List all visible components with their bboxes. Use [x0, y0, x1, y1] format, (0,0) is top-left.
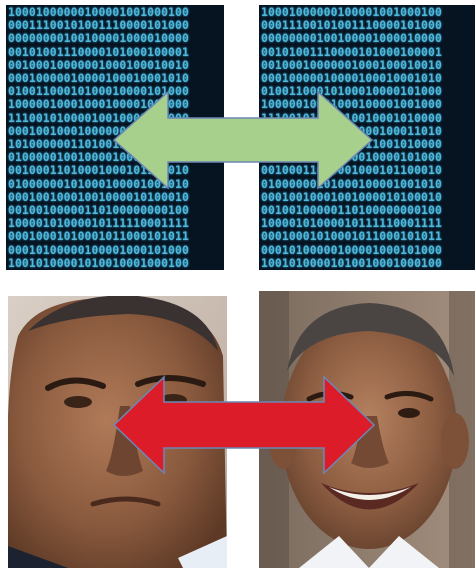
- binary-row: 00010100000100001000101000: [261, 242, 442, 257]
- binary-row: 10000101000010111110001111: [261, 216, 442, 231]
- binary-row: 10001000000100001001000100: [8, 5, 189, 19]
- binary-row: 00011100101001110000101000: [8, 18, 189, 33]
- binary-row: 00010001010001011000101011: [261, 229, 442, 244]
- binary-row: 00010001010001011000101011: [8, 229, 189, 244]
- binary-row: 00101001110000101000100001: [8, 44, 189, 59]
- binary-row: 10001000000100001001000100: [261, 5, 442, 19]
- binary-row: 00010100000100001000101000: [8, 242, 189, 257]
- binary-row: 00101001110000101000100001: [261, 44, 442, 59]
- binary-row: 01000000101000100001001010: [8, 176, 189, 191]
- binary-row: 00010010001001000010100010: [261, 189, 442, 204]
- binary-row: 10000101000010111110001111: [8, 216, 189, 231]
- binary-row: 10000010001000100001001000: [261, 97, 442, 112]
- binary-row: 00100010000001000100010010: [261, 57, 442, 72]
- binary-row: 10000010001000100001001000: [8, 97, 189, 112]
- binary-row: 10010100001010010001000100: [261, 255, 442, 270]
- binary-row: 00000000100100001000010000: [261, 31, 442, 46]
- binary-row: 01001100010100010000101000: [261, 84, 442, 99]
- binary-row: 00010010001001000010100010: [8, 189, 189, 204]
- binary-row: 01001100010100010000101000: [8, 84, 189, 99]
- binary-row: 00100011010001000101100010: [261, 163, 442, 178]
- binary-row: 00100010000001000100010010: [8, 57, 189, 72]
- binary-row: 00100100000110100000000100: [8, 203, 189, 218]
- binary-row: 01000000101000100001001010: [261, 176, 442, 191]
- double-arrow-green-icon: [112, 90, 374, 190]
- double-arrow-red-icon: [112, 375, 376, 475]
- binary-row: 00100100000110100000000100: [261, 203, 442, 218]
- binary-row: 00000000100100001000010000: [8, 31, 189, 46]
- binary-row: 00010000010000100010001010: [261, 71, 442, 86]
- binary-row: 00010000010000100010001010: [8, 71, 189, 86]
- binary-row: 00011100101001110000101000: [261, 18, 442, 33]
- binary-row: 10010100001010010001000100: [8, 255, 189, 270]
